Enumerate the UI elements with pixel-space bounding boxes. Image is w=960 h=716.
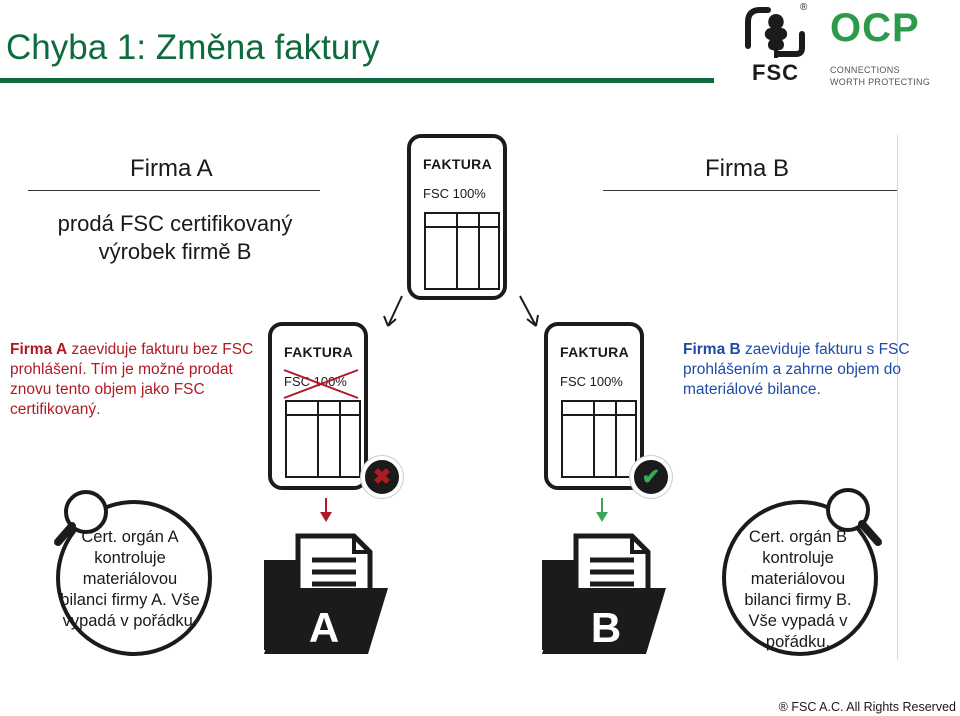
- invoice-table-icon: [561, 400, 637, 478]
- page-title: Chyba 1: Změna faktury: [6, 28, 380, 67]
- strike-through-icon: [283, 369, 359, 399]
- folder-a-letter: A: [309, 604, 339, 651]
- cert-body-a-text: Cert. orgán A kontroluje materiálovou bi…: [60, 528, 200, 630]
- invoice-title: FAKTURA: [560, 344, 629, 360]
- invoice-claim: FSC 100%: [423, 186, 486, 201]
- registered-mark: ®: [800, 2, 808, 13]
- folder-b-icon: B: [542, 533, 666, 654]
- fsc-logo-text: FSC: [752, 60, 799, 85]
- copyright-notice: ® FSC A.C. All Rights Reserved: [778, 700, 956, 714]
- firm-a-note: Firma A zaeviduje fakturu bez FSC prohlá…: [10, 340, 270, 420]
- ocp-tagline-line1: CONNECTIONS: [830, 65, 900, 75]
- firm-a-sells-text: prodá FSC certifikovaný výrobek firmě B: [57, 211, 293, 264]
- invoice-firm-b: FAKTURA FSC 100%: [544, 322, 644, 490]
- firm-a-note-text: zaeviduje fakturu bez FSC prohlášení. Tí…: [10, 341, 254, 418]
- vertical-divider: [897, 135, 898, 660]
- firm-b-note-bold: Firma B: [683, 341, 741, 358]
- firm-a-heading: Firma A: [130, 155, 213, 182]
- ocp-tagline-line2: WORTH PROTECTING: [830, 77, 931, 87]
- invoice-original: FAKTURA FSC 100%: [407, 134, 507, 300]
- firm-a-rule: [28, 190, 320, 191]
- accepted-check-icon: ✔: [630, 456, 672, 498]
- firm-b-note: Firma B zaeviduje fakturu s FSC prohláše…: [683, 340, 933, 400]
- firm-b-rule: [603, 190, 897, 191]
- invoice-claim: FSC 100%: [560, 374, 623, 389]
- invoice-title: FAKTURA: [284, 344, 353, 360]
- down-arrow-red-icon: [320, 498, 332, 522]
- invoice-firm-a: FAKTURA FSC 100%: [268, 322, 368, 490]
- ocp-logo: OCP: [830, 6, 920, 50]
- title-underline: [0, 78, 714, 83]
- magnifier-a-icon: [54, 490, 212, 656]
- invoice-table-icon: [285, 400, 361, 478]
- folder-b-letter: B: [591, 604, 621, 651]
- down-arrow-green-icon: [596, 498, 608, 522]
- invoice-table-icon: [424, 212, 500, 290]
- rejected-x-icon: ✖: [361, 456, 403, 498]
- magnifier-b-icon: [722, 488, 882, 656]
- folder-a-icon: A: [264, 533, 388, 654]
- firm-b-heading: Firma B: [705, 155, 789, 182]
- invoice-title: FAKTURA: [423, 156, 492, 172]
- cert-body-b-text: Cert. orgán B kontroluje materiálovou bi…: [744, 528, 852, 651]
- firm-b-note-text: zaeviduje fakturu s FSC prohlášením a za…: [683, 341, 910, 398]
- split-arrows-icon: [383, 295, 539, 327]
- firm-a-note-bold: Firma A: [10, 341, 68, 358]
- fsc-tree-logo-icon: [745, 7, 805, 58]
- ocp-tagline: CONNECTIONS WORTH PROTECTING: [830, 64, 930, 88]
